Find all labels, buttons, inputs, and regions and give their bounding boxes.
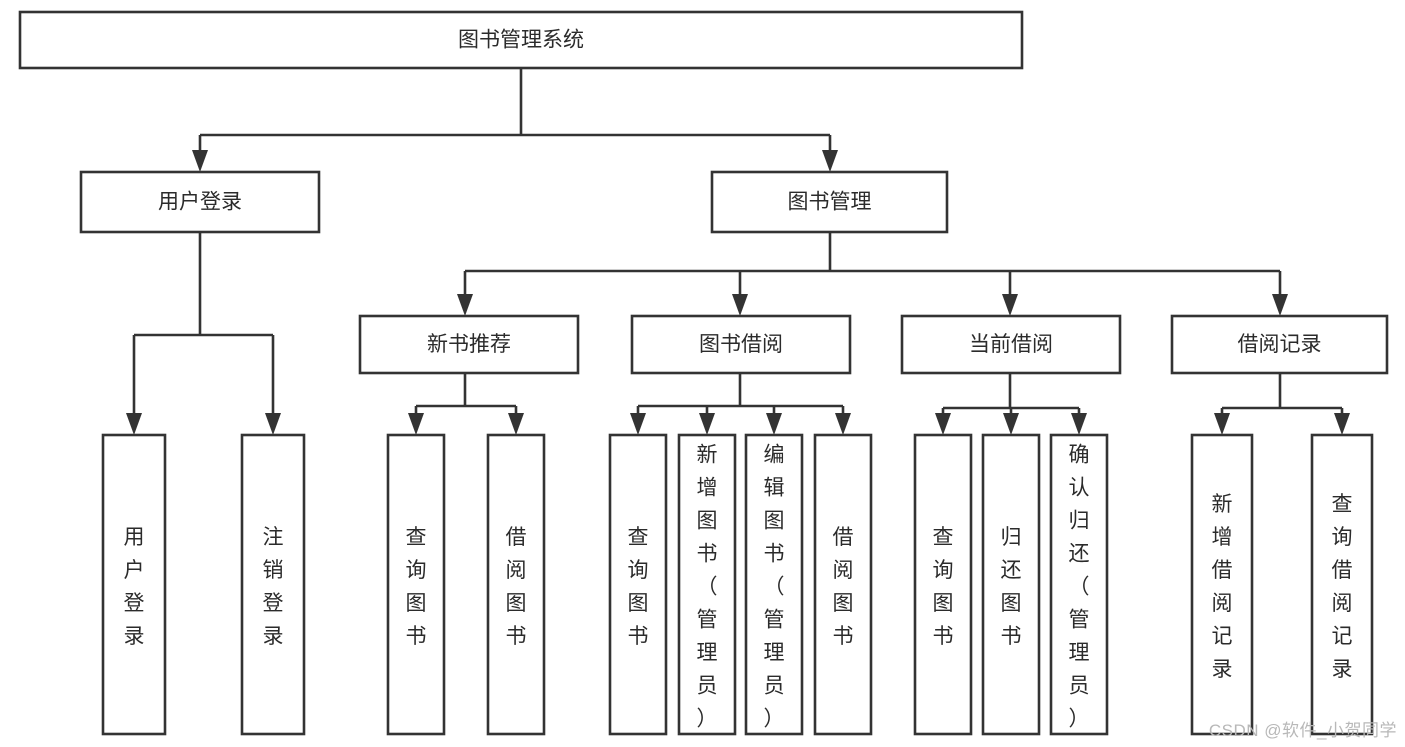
node-leaf-query-record[interactable]: 查询借阅记录: [1310, 433, 1374, 736]
arrow-head-icon: [1003, 413, 1019, 435]
node-label-leaf-query-book-rec: 查询图书: [406, 526, 427, 648]
node-label-leaf-confirm-return: 确认归还（管理员）: [1069, 444, 1090, 731]
node-layer: 图书管理系统用户登录图书管理新书推荐图书借阅当前借阅借阅记录用户登录注销登录查询…: [18, 10, 1389, 736]
node-root[interactable]: 图书管理系统: [18, 10, 1024, 70]
node-label-leaf-query-record: 查询借阅记录: [1332, 493, 1353, 681]
connector-layer: [126, 68, 1350, 435]
arrow-head-icon: [1214, 413, 1230, 435]
arrow-head-icon: [766, 413, 782, 435]
node-leaf-query-book-cur[interactable]: 查询图书: [913, 433, 973, 736]
node-leaf-confirm-return[interactable]: 确认归还（管理员）: [1049, 433, 1109, 736]
node-label-book-manage: 图书管理: [788, 191, 872, 214]
node-box-leaf-query-book-borrow[interactable]: [608, 433, 668, 736]
arrow-head-icon: [822, 150, 838, 172]
arrow-head-icon: [126, 413, 142, 435]
node-leaf-logout[interactable]: 注销登录: [240, 433, 306, 736]
node-label-leaf-add-record: 新增借阅记录: [1212, 493, 1233, 681]
node-box-leaf-borrow-book-rec[interactable]: [486, 433, 546, 736]
node-book-manage[interactable]: 图书管理: [710, 170, 949, 234]
node-leaf-query-book-borrow[interactable]: 查询图书: [608, 433, 668, 736]
node-label-leaf-user-login: 用户登录: [124, 526, 145, 648]
node-box-current-borrow[interactable]: [900, 314, 1122, 375]
arrow-head-icon: [935, 413, 951, 435]
node-leaf-add-book[interactable]: 新增图书（管理员）: [677, 433, 737, 736]
node-box-leaf-add-record[interactable]: [1190, 433, 1254, 736]
node-box-leaf-query-book-rec[interactable]: [386, 433, 446, 736]
arrow-head-icon: [699, 413, 715, 435]
node-box-root[interactable]: [18, 10, 1024, 70]
node-label-borrow-record: 借阅记录: [1238, 333, 1322, 356]
node-label-current-borrow: 当前借阅: [969, 333, 1053, 356]
node-box-leaf-add-book[interactable]: [677, 433, 737, 736]
node-box-leaf-edit-book[interactable]: [744, 433, 804, 736]
node-user-login[interactable]: 用户登录: [79, 170, 321, 234]
node-label-user-login: 用户登录: [158, 191, 242, 214]
arrow-head-icon: [192, 150, 208, 172]
node-borrow-record[interactable]: 借阅记录: [1170, 314, 1389, 375]
node-box-book-manage[interactable]: [710, 170, 949, 234]
node-label-leaf-borrow-book-rec: 借阅图书: [506, 526, 527, 648]
node-leaf-user-login[interactable]: 用户登录: [101, 433, 167, 736]
node-label-leaf-edit-book: 编辑图书（管理员）: [764, 444, 785, 731]
node-leaf-add-record[interactable]: 新增借阅记录: [1190, 433, 1254, 736]
arrow-head-icon: [835, 413, 851, 435]
node-label-root: 图书管理系统: [458, 29, 584, 52]
arrow-head-icon: [1334, 413, 1350, 435]
node-label-new-book-recommend: 新书推荐: [427, 333, 511, 356]
arrow-head-icon: [1002, 294, 1018, 316]
node-box-book-borrow[interactable]: [630, 314, 852, 375]
node-box-user-login[interactable]: [79, 170, 321, 234]
node-box-leaf-query-record[interactable]: [1310, 433, 1374, 736]
node-new-book-recommend[interactable]: 新书推荐: [358, 314, 580, 375]
arrow-head-icon: [508, 413, 524, 435]
node-book-borrow[interactable]: 图书借阅: [630, 314, 852, 375]
node-label-leaf-borrow-book: 借阅图书: [833, 526, 854, 648]
node-box-new-book-recommend[interactable]: [358, 314, 580, 375]
node-box-leaf-logout[interactable]: [240, 433, 306, 736]
node-box-leaf-return-book[interactable]: [981, 433, 1041, 736]
node-label-leaf-logout: 注销登录: [263, 526, 284, 648]
node-leaf-return-book[interactable]: 归还图书: [981, 433, 1041, 736]
node-current-borrow[interactable]: 当前借阅: [900, 314, 1122, 375]
node-label-leaf-query-book-borrow: 查询图书: [628, 526, 649, 648]
node-label-leaf-return-book: 归还图书: [1001, 526, 1022, 648]
arrow-head-icon: [732, 294, 748, 316]
node-box-borrow-record[interactable]: [1170, 314, 1389, 375]
node-box-leaf-confirm-return[interactable]: [1049, 433, 1109, 736]
node-leaf-edit-book[interactable]: 编辑图书（管理员）: [744, 433, 804, 736]
node-box-leaf-query-book-cur[interactable]: [913, 433, 973, 736]
watermark-text: CSDN @软件_小贺同学: [1208, 721, 1397, 740]
node-box-leaf-borrow-book[interactable]: [813, 433, 873, 736]
node-leaf-borrow-book-rec[interactable]: 借阅图书: [486, 433, 546, 736]
arrow-head-icon: [1071, 413, 1087, 435]
arrow-head-icon: [630, 413, 646, 435]
node-label-leaf-add-book: 新增图书（管理员）: [697, 444, 718, 731]
node-leaf-borrow-book[interactable]: 借阅图书: [813, 433, 873, 736]
node-box-leaf-user-login[interactable]: [101, 433, 167, 736]
arrow-head-icon: [1272, 294, 1288, 316]
node-label-leaf-query-book-cur: 查询图书: [933, 526, 954, 648]
arrow-head-icon: [265, 413, 281, 435]
arrow-head-icon: [408, 413, 424, 435]
arrow-head-icon: [457, 294, 473, 316]
node-label-book-borrow: 图书借阅: [699, 333, 783, 356]
node-leaf-query-book-rec[interactable]: 查询图书: [386, 433, 446, 736]
